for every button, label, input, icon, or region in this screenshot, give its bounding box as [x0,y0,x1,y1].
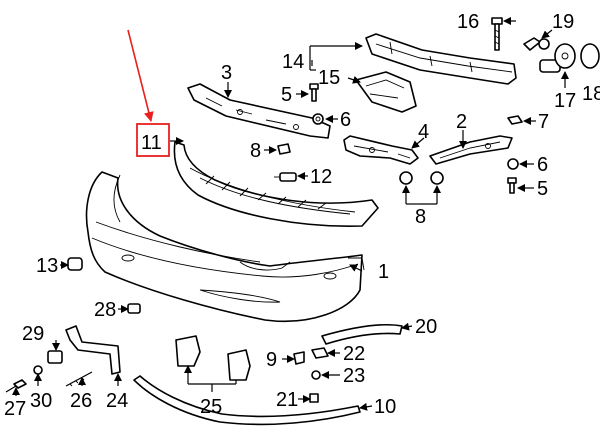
callout-18: 18 [582,83,600,105]
leader-lines [12,17,569,411]
callout-10: 10 [374,396,396,418]
callout-6-lower: 6 [537,154,548,176]
callout-20: 20 [415,316,437,338]
reinforcement-beam-part [365,33,517,85]
callout-26: 26 [70,390,92,412]
left-side-bracket-part [343,135,419,165]
callout-2: 2 [456,111,467,133]
right-side-bracket-part [429,135,513,165]
callout-8-upper: 8 [250,140,261,162]
grille-absorber-part [173,141,379,228]
callout-28: 28 [94,299,116,321]
callout-16: 16 [457,11,479,33]
highlight-annotation [127,29,170,157]
callout-1: 1 [378,261,389,283]
callout-19: 19 [552,11,574,33]
callout-11: 11 [141,132,162,154]
callout-12: 12 [310,166,332,188]
callout-5-upper: 5 [281,84,292,106]
callout-29: 29 [22,323,44,345]
callout-8-lower: 8 [415,206,426,228]
callout-17: 17 [554,90,576,112]
callout-14: 14 [282,51,304,73]
callout-25: 25 [200,396,222,418]
upper-bracket-part [187,83,331,139]
absorber-block-part [355,71,417,113]
callout-15: 15 [318,67,340,89]
callout-3: 3 [221,62,232,84]
callout-24: 24 [106,390,128,412]
callout-22: 22 [343,343,365,365]
callout-13: 13 [36,255,58,277]
callout-9: 9 [266,349,277,371]
callout-5-lower: 5 [537,178,548,200]
highlight-box [136,123,170,157]
callout-7: 7 [538,111,549,133]
callout-21: 21 [276,389,298,411]
callout-4: 4 [418,121,429,143]
callout-6-upper: 6 [340,109,351,131]
callout-27: 27 [4,398,26,420]
callout-labels: 11 3 14 15 5 6 8 12 4 2 8 16 19 17 18 7 … [4,11,600,420]
bumper-cover-part [85,171,365,322]
callout-23: 23 [343,365,365,387]
callout-30: 30 [30,390,52,412]
